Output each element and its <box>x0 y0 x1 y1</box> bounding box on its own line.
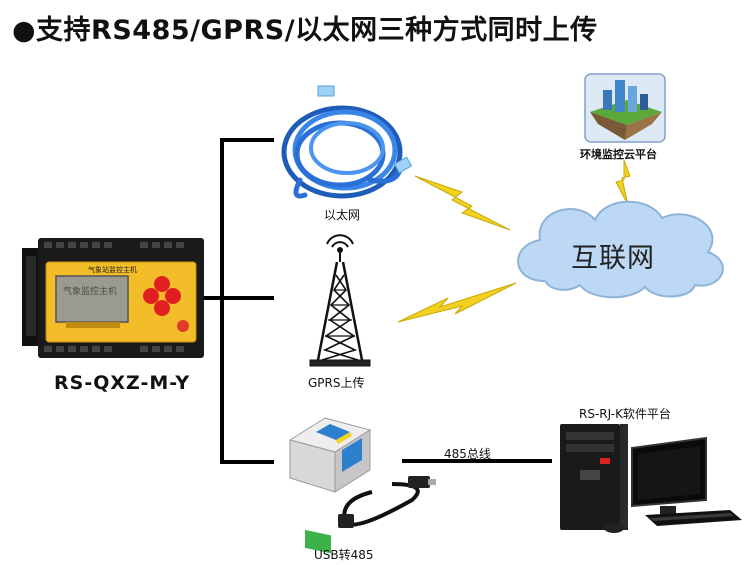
gprs-label: GPRS上传 <box>308 376 365 390</box>
page-title: ●支持RS485/GPRS/以太网三种方式同时上传 <box>12 15 598 46</box>
ethernet-label: 以太网 <box>324 208 361 222</box>
cloud-platform-label: 环境监控云平台 <box>580 148 657 161</box>
lightning-bolt-icon <box>615 159 631 206</box>
device-key-up-icon <box>154 276 170 292</box>
device-header-text: 气象站监控主机 <box>88 265 137 274</box>
internet-label: 互联网 <box>571 243 655 274</box>
cloud-platform-icon <box>584 73 666 143</box>
lightning-bolt-icon <box>414 175 511 231</box>
signal-bolts <box>397 159 631 323</box>
device-key-down-icon <box>154 300 170 316</box>
device-screen-text: 气象监控主机 <box>63 285 117 297</box>
device-key-right-icon <box>165 288 181 304</box>
usb-485-converter-icon <box>288 417 436 554</box>
usb-converter-label: USB转485 <box>314 548 374 562</box>
connector-lines <box>204 138 552 464</box>
lightning-bolt-icon <box>397 282 517 323</box>
gprs-tower-icon <box>309 234 371 367</box>
computer-icon <box>560 424 742 533</box>
device-logo-icon <box>177 320 189 332</box>
ethernet-cable-icon <box>281 85 413 199</box>
device-key-left-icon <box>143 288 159 304</box>
bus-label: 485总线 <box>444 447 491 461</box>
internet-cloud-icon <box>517 200 724 299</box>
software-platform-label: RS-RJ-K软件平台 <box>579 407 671 421</box>
weather-station-host <box>22 238 204 358</box>
device-model-label: RS-QXZ-M-Y <box>54 372 191 394</box>
